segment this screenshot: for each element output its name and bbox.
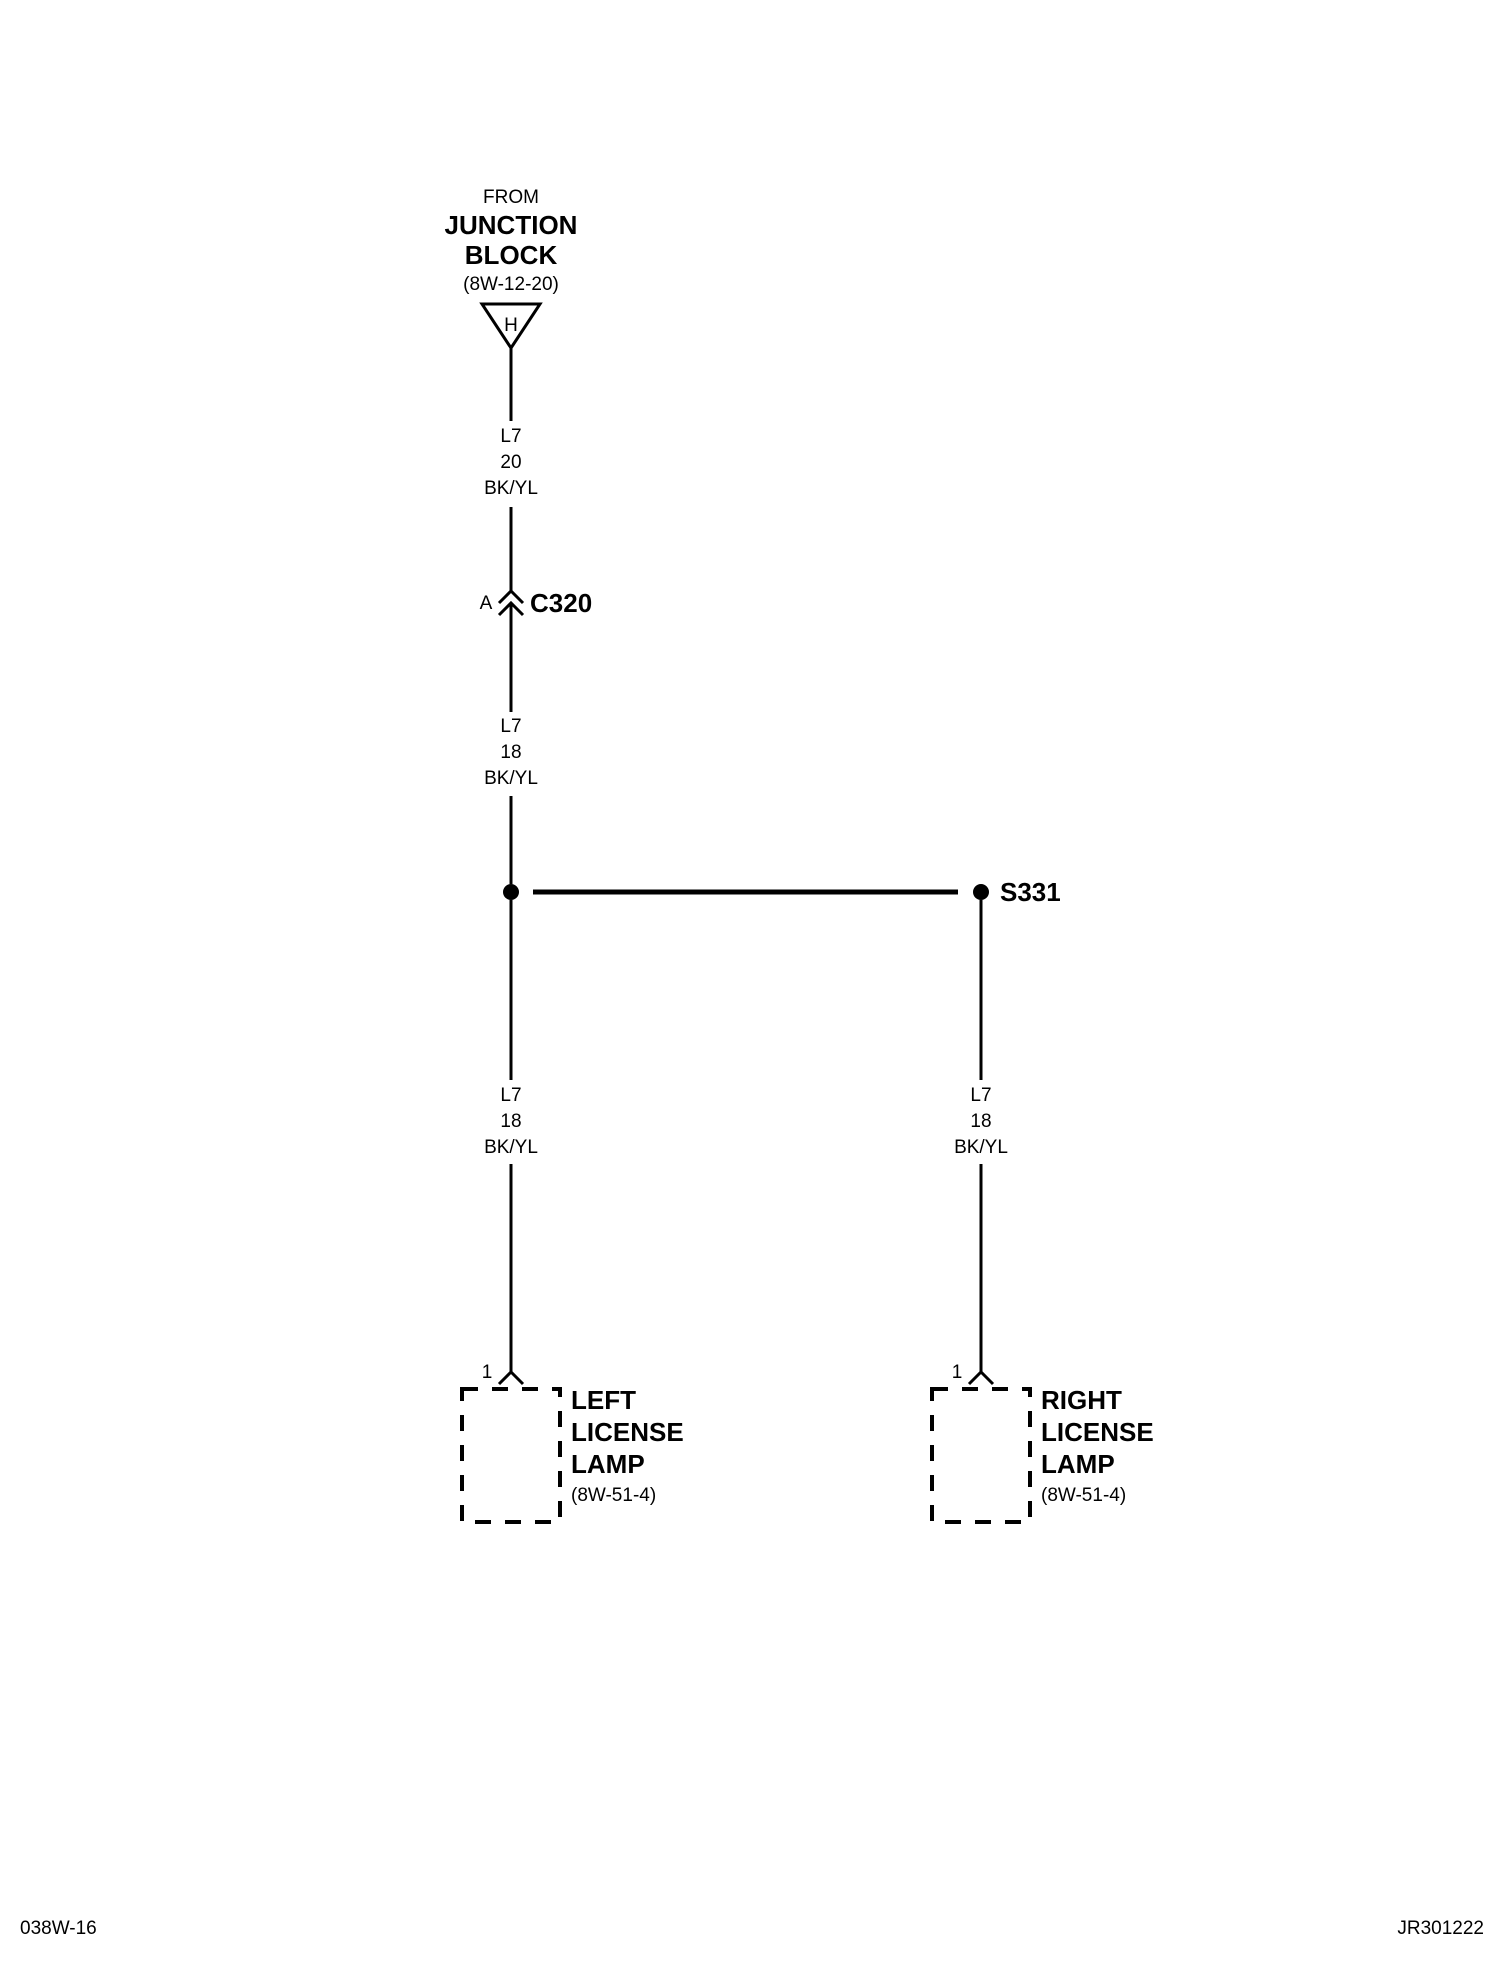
- from-label: FROM: [483, 187, 539, 208]
- wire-middle-circuit: L7: [500, 716, 521, 737]
- left-lamp-connector-icon: [497, 1369, 525, 1386]
- source-triangle-icon: [479, 302, 543, 351]
- connector-c320-female-icon: [497, 588, 525, 605]
- connector-name: C320: [530, 588, 592, 618]
- splice-name: S331: [1000, 877, 1061, 907]
- source-ref: (8W-12-20): [463, 274, 559, 295]
- left-lamp-pin: 1: [482, 1362, 493, 1383]
- wire-upper-gauge: 20: [500, 452, 521, 473]
- footer-left-code: 038W-16: [20, 1918, 97, 1939]
- left-lamp-line1: LEFT: [571, 1385, 636, 1415]
- source-name-line2: BLOCK: [465, 240, 558, 270]
- left-lamp-line2: LICENSE: [571, 1417, 684, 1447]
- source-pin: H: [504, 315, 518, 336]
- wire-right-gauge: 18: [970, 1111, 991, 1132]
- right-lamp-box: [930, 1387, 1032, 1524]
- right-lamp-ref: (8W-51-4): [1041, 1485, 1126, 1506]
- wire-upper-color: BK/YL: [484, 478, 538, 499]
- wire-right-color: BK/YL: [954, 1137, 1008, 1158]
- splice-left-node: [503, 884, 519, 900]
- wire-right-circuit: L7: [970, 1085, 991, 1106]
- right-lamp-pin: 1: [952, 1362, 963, 1383]
- left-lamp-line3: LAMP: [571, 1449, 645, 1479]
- source-name-line1: JUNCTION: [445, 210, 578, 240]
- left-lamp-ref: (8W-51-4): [571, 1485, 656, 1506]
- wire-left-gauge: 18: [500, 1111, 521, 1132]
- left-lamp-box: [460, 1387, 562, 1524]
- splice-right-node: [973, 884, 989, 900]
- footer-right-code: JR301222: [1397, 1918, 1484, 1939]
- right-lamp-line1: RIGHT: [1041, 1385, 1122, 1415]
- wire-left-circuit: L7: [500, 1085, 521, 1106]
- wire-upper-circuit: L7: [500, 426, 521, 447]
- connector-cavity: A: [480, 593, 493, 614]
- wire-left-color: BK/YL: [484, 1137, 538, 1158]
- wire-middle-gauge: 18: [500, 742, 521, 763]
- right-lamp-line2: LICENSE: [1041, 1417, 1154, 1447]
- right-lamp-line3: LAMP: [1041, 1449, 1115, 1479]
- right-lamp-connector-icon: [967, 1369, 995, 1386]
- wire-middle-color: BK/YL: [484, 768, 538, 789]
